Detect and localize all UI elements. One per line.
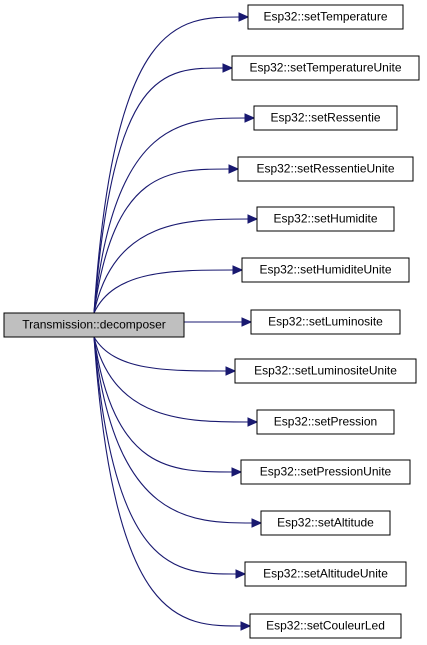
target-node-settemperatureunite[interactable]: Esp32::setTemperatureUnite (231, 55, 420, 81)
edge-setaltitudeunite (93, 336, 238, 575)
arrowhead-setluminosite (241, 317, 253, 327)
target-node-setressentieunite[interactable]: Esp32::setRessentieUnite (237, 156, 414, 182)
target-node-box (250, 309, 401, 335)
target-node-setluminosite[interactable]: Esp32::setLuminosite (250, 309, 401, 335)
arrowhead-setcouleurled (240, 621, 252, 631)
edge-setressentie (93, 117, 247, 314)
target-node-label: Esp32::setRessentieUnite (256, 162, 394, 176)
target-node-box (231, 55, 420, 81)
target-node-setressentie[interactable]: Esp32::setRessentie (253, 105, 398, 131)
arrowhead-setpression (247, 417, 259, 427)
target-node-box (237, 156, 414, 182)
arrowhead-sethumidite (247, 214, 259, 224)
target-node-label: Esp32::setTemperature (263, 10, 387, 24)
arrowhead-setluminositeunite (225, 366, 237, 376)
target-node-setaltitude[interactable]: Esp32::setAltitude (260, 510, 391, 536)
arrowhead-sethumiditeunite (232, 265, 244, 275)
target-node-box (249, 613, 402, 639)
call-edges (93, 12, 263, 631)
edge-setcouleurled (93, 336, 243, 627)
target-node-box (234, 358, 417, 384)
arrowhead-settemperatureunite (222, 63, 234, 73)
arrowhead-setaltitude (251, 518, 263, 528)
target-node-setaltitudeunite[interactable]: Esp32::setAltitudeUnite (244, 561, 407, 587)
arrowhead-setressentie (244, 113, 256, 123)
target-node-label: Esp32::setHumiditeUnite (259, 263, 391, 277)
target-node-label: Esp32::setRessentie (270, 111, 380, 125)
target-node-label: Esp32::setAltitudeUnite (263, 567, 388, 581)
target-node-label: Esp32::setCouleurLed (266, 619, 385, 633)
target-node-box (256, 206, 395, 232)
target-node-box (247, 4, 404, 30)
target-node-box (240, 459, 411, 485)
target-node-label: Esp32::setAltitude (277, 516, 374, 530)
root-node-label: Transmission::decomposer (22, 318, 166, 332)
target-node-box (256, 409, 395, 435)
arrowhead-setressentieunite (228, 164, 240, 174)
target-node-label: Esp32::setLuminosite (268, 315, 383, 329)
edge-settemperature (93, 16, 241, 314)
target-node-setcouleurled[interactable]: Esp32::setCouleurLed (249, 613, 402, 639)
root-node[interactable]: Transmission::decomposer (3, 312, 185, 338)
edge-setpressionunite (93, 336, 234, 473)
target-node-settemperature[interactable]: Esp32::setTemperature (247, 4, 404, 30)
target-node-label: Esp32::setHumidite (273, 212, 377, 226)
edge-setressentieunite (93, 168, 231, 314)
target-node-setpressionunite[interactable]: Esp32::setPressionUnite (240, 459, 411, 485)
edge-settemperatureunite (93, 67, 225, 314)
target-node-label: Esp32::setPressionUnite (260, 465, 392, 479)
root-node-box (3, 312, 185, 338)
edge-setluminositeunite (93, 336, 228, 372)
edge-setaltitude (93, 336, 254, 524)
target-node-box (241, 257, 410, 283)
edge-setpression (93, 336, 250, 423)
arrowhead-settemperature (238, 12, 250, 22)
target-node-label: Esp32::setLuminositeUnite (254, 364, 397, 378)
target-node-setluminositeunite[interactable]: Esp32::setLuminositeUnite (234, 358, 417, 384)
target-node-label: Esp32::setPression (274, 415, 377, 429)
target-node-sethumiditeunite[interactable]: Esp32::setHumiditeUnite (241, 257, 410, 283)
edge-sethumidite (93, 218, 250, 314)
target-node-box (260, 510, 391, 536)
target-node-box (253, 105, 398, 131)
target-node-setpression[interactable]: Esp32::setPression (256, 409, 395, 435)
target-node-box (244, 561, 407, 587)
target-node-sethumidite[interactable]: Esp32::setHumidite (256, 206, 395, 232)
arrowhead-setpressionunite (231, 467, 243, 477)
target-node-label: Esp32::setTemperatureUnite (249, 61, 401, 75)
arrowhead-setaltitudeunite (235, 569, 247, 579)
edge-sethumiditeunite (93, 269, 235, 314)
